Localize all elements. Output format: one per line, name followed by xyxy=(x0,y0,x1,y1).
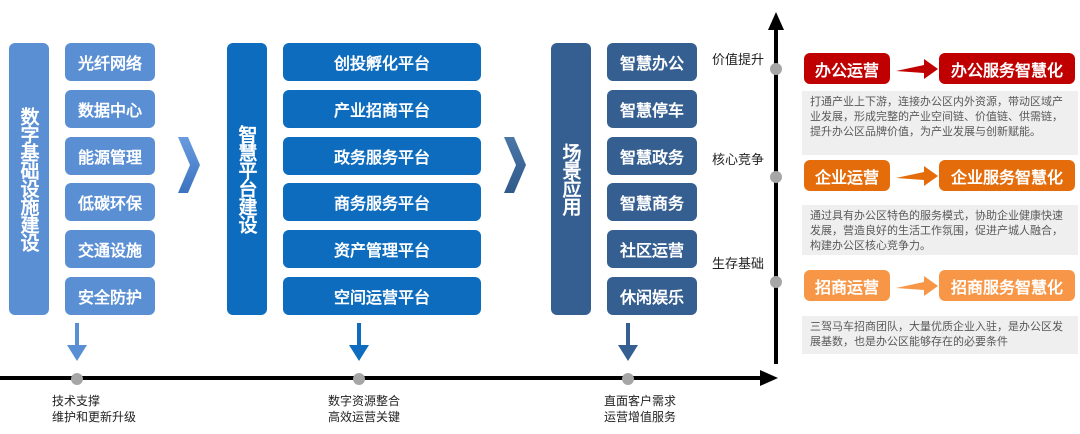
down-arrow-icon xyxy=(349,323,369,361)
axis-point xyxy=(770,63,782,75)
column2-caption: 数字资源整合高效运营关键 xyxy=(328,394,401,424)
axis-point xyxy=(353,373,365,385)
level-label-value: 价值提升 xyxy=(712,53,765,68)
digital-infrastructure-title: 数字基础设施建设 xyxy=(9,43,49,315)
operation-to-tag: 招商服务智慧化 xyxy=(939,270,1075,301)
vertical-axis xyxy=(768,12,784,364)
column1-item: 数据中心 xyxy=(65,90,155,128)
horizontal-axis xyxy=(0,370,778,386)
column2-item: 创投孵化平台 xyxy=(283,43,481,81)
level-label-base: 生存基础 xyxy=(712,257,765,272)
column2-item: 产业招商平台 xyxy=(283,90,481,128)
operation-from-tag: 企业运营 xyxy=(804,160,890,191)
column3-item: 社区运营 xyxy=(607,230,697,268)
smart-platform-title: 智慧平台建设 xyxy=(227,43,267,315)
operation-to-tag: 企业服务智慧化 xyxy=(939,160,1075,191)
scene-application-title: 场景应用 xyxy=(551,43,591,315)
axis-point xyxy=(770,276,782,288)
arrow-right-icon xyxy=(896,166,938,186)
column1-item: 低碳环保 xyxy=(65,183,155,221)
column3-item: 休闲娱乐 xyxy=(607,277,697,315)
operation-to-tag: 办公服务智慧化 xyxy=(939,53,1075,84)
column2-item: 商务服务平台 xyxy=(283,183,481,221)
column3-item: 智慧停车 xyxy=(607,90,697,128)
down-arrow-icon xyxy=(67,323,87,361)
column2-item: 空间运营平台 xyxy=(283,277,481,315)
operation-from-tag: 办公运营 xyxy=(804,53,890,84)
column1-item: 交通设施 xyxy=(65,230,155,268)
column1-item: 安全防护 xyxy=(65,277,155,315)
column3-item: 智慧政务 xyxy=(607,137,697,175)
column3-item: 智慧商务 xyxy=(607,183,697,221)
arrow-right-icon xyxy=(896,59,938,79)
down-arrow-icon xyxy=(618,323,638,361)
axis-point xyxy=(622,373,634,385)
axis-point xyxy=(770,171,782,183)
axis-point xyxy=(71,373,83,385)
chevron-right-icon xyxy=(504,137,526,193)
arrow-right-icon xyxy=(896,276,938,296)
column2-item: 资产管理平台 xyxy=(283,230,481,268)
column3-caption: 直面客户需求运营增值服务 xyxy=(604,394,677,424)
operation-description: 打通产业上下游，连接办公区内外资源，带动区域产业发展，形成完整的产业空间链、价值… xyxy=(802,91,1078,155)
level-label-core: 核心竞争 xyxy=(712,153,765,168)
column1-item: 光纤网络 xyxy=(65,43,155,81)
operation-description: 通过具有办公区特色的服务模式，协助企业健康快速发展，营造良好的生活工作氛围，促进… xyxy=(802,205,1078,255)
operation-from-tag: 招商运营 xyxy=(804,270,890,301)
column1-caption: 技术支撑维护和更新升级 xyxy=(52,394,137,424)
column1-item: 能源管理 xyxy=(65,137,155,175)
column2-item: 政务服务平台 xyxy=(283,137,481,175)
column3-item: 智慧办公 xyxy=(607,43,697,81)
operation-description: 三驾马车招商团队，大量优质企业入驻，是办公区发展基数，也是办公区能够存在的必要条… xyxy=(802,316,1078,354)
chevron-right-icon xyxy=(178,137,200,193)
